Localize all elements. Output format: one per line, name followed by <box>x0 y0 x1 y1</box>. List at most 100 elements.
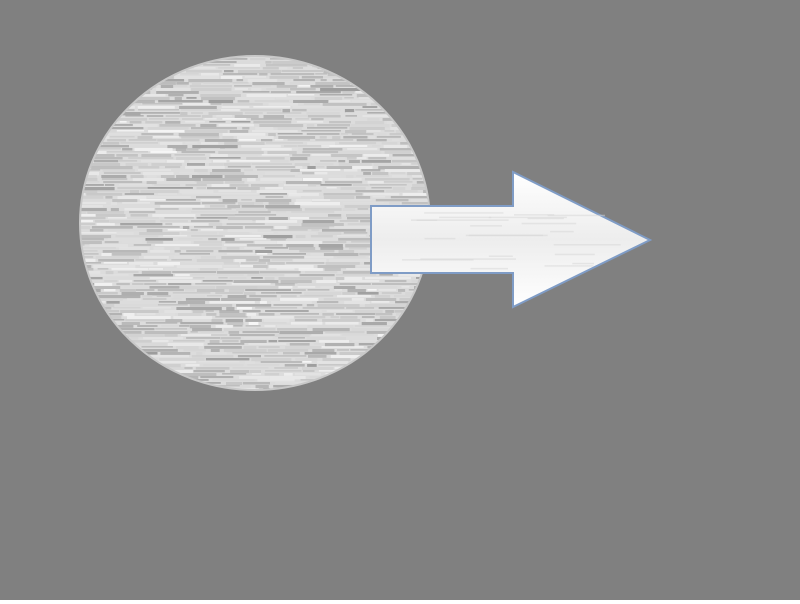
circle-streak <box>398 289 406 292</box>
circle-streak <box>249 370 261 373</box>
circle-streak <box>168 283 192 286</box>
circle-streak <box>165 115 201 117</box>
circle-streak <box>218 190 251 193</box>
circle-streak <box>268 133 276 137</box>
circle-streak <box>240 262 266 265</box>
circle-streak <box>123 97 170 101</box>
circle-streak <box>304 208 342 211</box>
circle-streak <box>299 169 341 171</box>
circle-streak <box>172 223 209 226</box>
circle-streak <box>158 280 202 283</box>
circle-streak <box>201 142 219 145</box>
circle-streak <box>315 163 334 166</box>
circle-streak <box>210 349 220 352</box>
circle-streak <box>101 178 128 181</box>
circle-streak <box>159 313 176 316</box>
circle-streak <box>200 268 219 271</box>
circle-streak <box>253 265 268 269</box>
circle-streak <box>173 340 205 342</box>
circle-streak <box>200 382 221 384</box>
circle-streak <box>392 187 406 191</box>
circle-streak <box>205 310 214 312</box>
circle-streak <box>177 301 206 305</box>
circle-streak <box>274 139 284 141</box>
circle-streak <box>342 202 384 204</box>
circle-streak <box>283 184 308 187</box>
circle-streak <box>239 238 267 240</box>
circle-streak <box>383 181 413 183</box>
circle-streak <box>156 91 199 94</box>
circle-streak <box>268 268 277 270</box>
circle-streak <box>375 313 393 316</box>
circle-streak <box>335 277 344 281</box>
circle-streak <box>145 322 178 324</box>
circle-streak <box>401 163 411 165</box>
circle-streak <box>122 241 143 244</box>
circle-streak <box>130 214 148 217</box>
circle-streak <box>252 82 285 86</box>
circle-streak <box>352 298 364 301</box>
circle-streak <box>104 280 118 282</box>
circle-streak <box>268 340 278 343</box>
circle-streak <box>143 253 175 256</box>
circle-streak <box>112 199 138 203</box>
circle-streak <box>160 85 174 89</box>
circle-streak <box>364 304 408 308</box>
circle-streak <box>379 316 396 319</box>
circle-streak <box>208 61 237 64</box>
circle-streak <box>237 136 274 140</box>
circle-streak <box>219 232 250 236</box>
circle-streak <box>159 124 196 127</box>
circle-streak <box>91 166 133 170</box>
circle-streak <box>211 184 229 188</box>
circle-streak <box>240 109 282 112</box>
circle-streak <box>124 94 166 97</box>
circle-streak <box>381 142 398 145</box>
circle-streak <box>110 208 119 212</box>
circle-streak <box>360 286 398 288</box>
circle-streak <box>112 253 142 256</box>
circle-streak <box>232 367 269 369</box>
circle-streak <box>103 262 127 264</box>
circle-streak <box>80 148 121 150</box>
circle-streak <box>206 295 223 297</box>
circle-streak <box>280 295 297 298</box>
circle-streak <box>227 322 244 326</box>
circle-streak <box>167 229 188 231</box>
circle-streak <box>361 169 381 172</box>
circle-streak <box>407 172 430 176</box>
circle-streak <box>186 250 214 253</box>
circle-streak <box>339 142 377 145</box>
circle-streak <box>292 289 306 291</box>
circle-streak <box>330 316 340 319</box>
circle-streak <box>80 184 104 186</box>
circle-streak <box>314 97 343 101</box>
circle-streak <box>80 226 91 230</box>
circle-streak <box>263 256 305 259</box>
circle-streak <box>247 178 256 182</box>
circle-streak <box>354 310 383 314</box>
circle-streak <box>113 307 141 309</box>
circle-streak <box>285 181 322 185</box>
circle-streak <box>277 325 308 328</box>
circle-streak <box>293 100 329 103</box>
circle-streak <box>236 208 267 211</box>
circle-streak <box>241 199 252 201</box>
circle-streak <box>317 265 356 269</box>
circle-streak <box>164 310 192 313</box>
circle-streak <box>265 64 308 67</box>
circle-streak <box>176 157 207 160</box>
circle-streak <box>242 310 261 313</box>
circle-streak <box>310 109 341 111</box>
circle-streak <box>101 175 127 178</box>
circle-streak <box>80 220 93 223</box>
circle-streak <box>145 238 173 241</box>
circle-streak <box>174 250 181 253</box>
circle-streak <box>286 115 307 117</box>
circle-streak <box>304 352 337 355</box>
circle-streak <box>244 112 263 115</box>
circle-streak <box>308 184 317 187</box>
circle-streak <box>125 115 144 117</box>
circle-streak <box>234 88 248 91</box>
circle-streak <box>141 160 166 163</box>
